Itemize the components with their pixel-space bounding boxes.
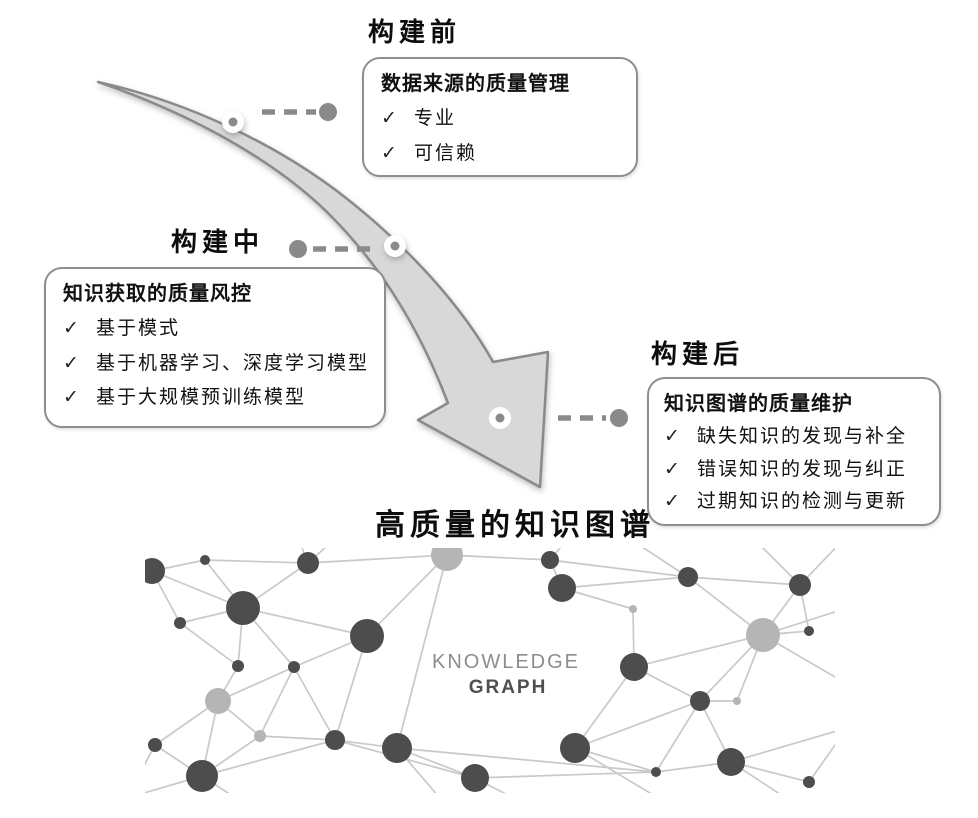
- check-item-label: 基于模式: [96, 318, 181, 339]
- stage-label-during: 构建中: [171, 227, 265, 257]
- graph-node: [803, 776, 815, 788]
- arrow-stage-marker-dot: [390, 241, 400, 251]
- graph-node: [789, 574, 811, 596]
- graph-node: [200, 555, 210, 565]
- check-item-label: 基于机器学习、深度学习模型: [96, 352, 370, 374]
- graph-node: [325, 730, 345, 750]
- check-item: ✓ 基于机器学习、深度学习模型: [63, 352, 372, 377]
- check-item-label: 基于大规模预训练模型: [96, 387, 307, 409]
- check-icon: ✓: [381, 142, 397, 164]
- graph-node: [350, 619, 384, 653]
- stage3-connector: [489, 407, 628, 429]
- check-icon: ✓: [664, 458, 680, 480]
- graph-node: [431, 548, 463, 571]
- graph-node: [717, 748, 745, 776]
- graph-node: [541, 551, 559, 569]
- graph-node: [145, 558, 165, 584]
- check-item-label: 专业: [414, 108, 457, 129]
- box-title: 知识图谱的质量维护: [664, 393, 853, 415]
- check-item-label: 可信赖: [414, 142, 478, 164]
- stage-box-before: 数据来源的质量管理 ✓ 专业 ✓ 可信赖: [362, 57, 638, 177]
- graph-node: [254, 730, 266, 742]
- graph-node: [288, 661, 300, 673]
- check-icon: ✓: [63, 318, 79, 339]
- knowledge-graph-caption-line2: GRAPH: [469, 677, 548, 698]
- check-icon: ✓: [63, 352, 79, 374]
- check-icon: ✓: [381, 108, 397, 129]
- graph-node: [382, 733, 412, 763]
- box-title: 知识获取的质量风控: [63, 283, 252, 305]
- graph-node: [461, 764, 489, 792]
- stage-box-after: 知识图谱的质量维护 ✓ 缺失知识的发现与补全 ✓ 错误知识的发现与纠正 ✓ 过期…: [647, 377, 941, 526]
- connector-endpoint-dot: [319, 103, 337, 121]
- graph-node: [205, 688, 231, 714]
- knowledge-graph-image: KNOWLEDGE GRAPH: [145, 548, 835, 793]
- check-item: ✓ 过期知识的检测与更新: [664, 490, 927, 515]
- graph-node: [690, 691, 710, 711]
- graph-node: [733, 697, 741, 705]
- graph-node: [651, 767, 661, 777]
- check-icon: ✓: [664, 491, 680, 513]
- check-item: ✓ 专业: [381, 107, 624, 132]
- result-title: 高质量的知识图谱: [375, 509, 655, 542]
- stage-box-during: 知识获取的质量风控 ✓ 基于模式 ✓ 基于机器学习、深度学习模型 ✓ 基于大规模…: [44, 267, 386, 428]
- connector-endpoint-dot: [610, 409, 628, 427]
- graph-node: [297, 552, 319, 574]
- check-item: ✓ 缺失知识的发现与补全: [664, 425, 927, 450]
- check-item: ✓ 基于模式: [63, 317, 372, 342]
- arrow-stage-marker-dot: [495, 413, 505, 423]
- graph-node: [148, 738, 162, 752]
- graph-node: [232, 660, 244, 672]
- curved-arrow: [96, 80, 550, 489]
- check-icon: ✓: [664, 426, 680, 447]
- graph-node: [804, 626, 814, 636]
- stage2-connector: [289, 235, 406, 258]
- knowledge-graph-caption-line1: KNOWLEDGE: [432, 651, 580, 673]
- check-item-label: 缺失知识的发现与补全: [697, 426, 908, 447]
- graph-node: [629, 605, 637, 613]
- connector-endpoint-dot: [289, 240, 307, 258]
- graph-node: [186, 760, 218, 792]
- graph-node: [746, 618, 780, 652]
- graph-node: [226, 591, 260, 625]
- check-item: ✓ 可信赖: [381, 142, 624, 167]
- graph-node: [620, 653, 648, 681]
- graph-node: [548, 574, 576, 602]
- arrow-stage-marker-dot: [228, 117, 238, 127]
- graph-nodes: [145, 548, 815, 792]
- check-item-label: 错误知识的发现与纠正: [697, 458, 908, 480]
- stage-label-before: 构建前: [368, 17, 462, 47]
- check-item: ✓ 错误知识的发现与纠正: [664, 458, 927, 483]
- check-item: ✓ 基于大规模预训练模型: [63, 386, 372, 411]
- graph-node: [560, 733, 590, 763]
- graph-node: [174, 617, 186, 629]
- graph-node: [678, 567, 698, 587]
- box-title: 数据来源的质量管理: [381, 73, 570, 95]
- check-icon: ✓: [63, 387, 79, 409]
- check-item-label: 过期知识的检测与更新: [697, 491, 908, 513]
- stage-label-after: 构建后: [651, 339, 745, 369]
- stage1-connector: [222, 103, 337, 133]
